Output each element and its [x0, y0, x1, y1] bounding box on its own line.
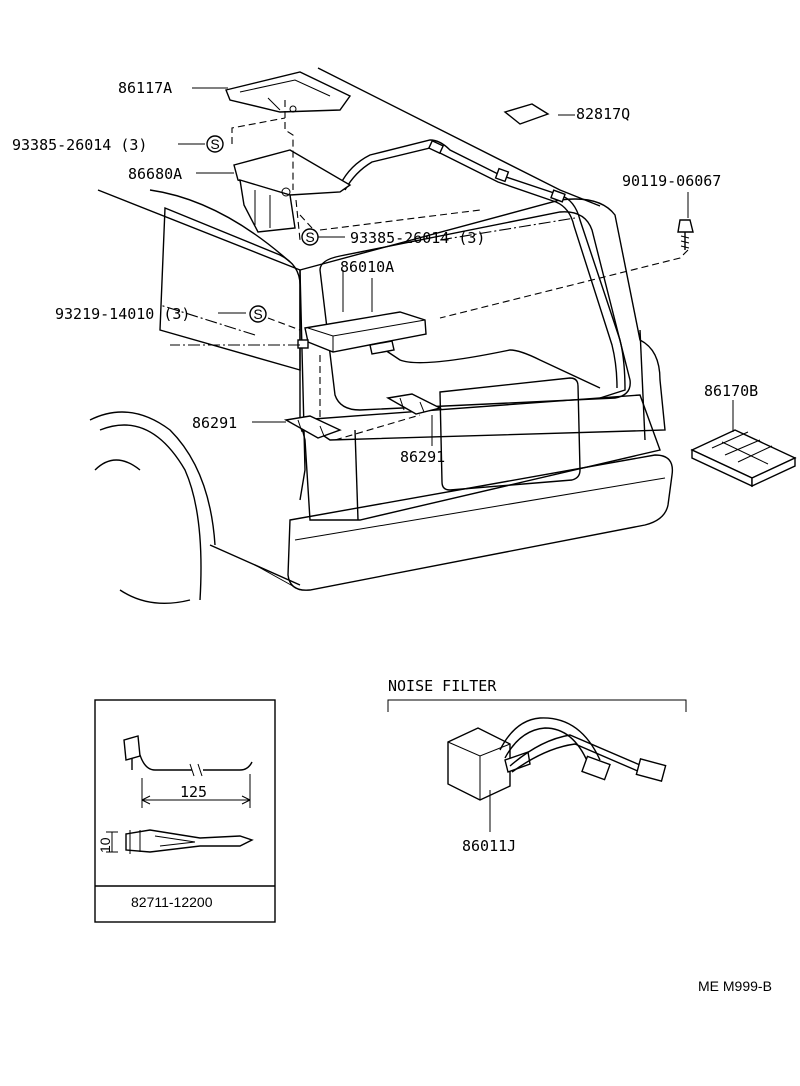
connector-2 — [635, 758, 667, 782]
connector-1 — [581, 755, 611, 781]
s-marker-3: S — [249, 305, 267, 323]
label-93219: 93219-14010 (3) — [55, 305, 190, 323]
noise-filter-section: NOISE FILTER 86011J — [387, 677, 687, 855]
label-86117A: 86117A — [118, 79, 172, 97]
label-86011J: 86011J — [462, 837, 516, 855]
noise-filter-title: NOISE FILTER — [388, 677, 497, 695]
leader-lines — [159, 87, 734, 446]
part-86680A-mount — [233, 149, 352, 233]
s-marker-2: S — [301, 228, 319, 246]
label-86170B: 86170B — [704, 382, 758, 400]
label-86291-b: 86291 — [400, 448, 445, 466]
s-marker-1: S — [206, 135, 224, 153]
label-82817Q: 82817Q — [576, 105, 630, 123]
label-86291-a: 86291 — [192, 414, 237, 432]
part-86291-clamp-left — [283, 415, 342, 439]
label-93385-a: 93385-26014 (3) — [12, 136, 147, 154]
side-window — [159, 206, 301, 371]
part-82817Q-label-plate — [503, 103, 550, 125]
dim-10: 10 — [97, 837, 113, 853]
part-86291-clamp-right — [385, 393, 443, 415]
footer-code: ME M999-B — [698, 978, 772, 994]
inset-part-number: 82711-12200 — [131, 894, 213, 910]
license-plate-recess — [439, 377, 581, 491]
svg-text:S: S — [253, 306, 262, 322]
inset-box: 125 10 82711-12200 — [94, 699, 276, 923]
noise-filter-bracket — [387, 699, 687, 712]
label-86680A: 86680A — [128, 165, 182, 183]
part-90119-screw — [677, 219, 694, 250]
label-93385-b: 93385-26014 (3) — [350, 229, 485, 247]
rear-bumper — [287, 454, 674, 591]
dim-125: 125 — [180, 783, 207, 801]
part-86010A-amplifier — [297, 311, 427, 355]
part-86170B-pad — [690, 429, 797, 488]
svg-text:S: S — [210, 136, 219, 152]
svg-text:S: S — [305, 229, 314, 245]
part-86117A-bracket — [225, 71, 352, 113]
rear-glass — [319, 211, 631, 411]
antenna-cable — [339, 139, 626, 399]
vehicle-body — [89, 67, 674, 605]
label-90119: 90119-06067 — [622, 172, 721, 190]
label-86010A: 86010A — [340, 258, 394, 276]
noise-filter-body — [447, 727, 511, 801]
